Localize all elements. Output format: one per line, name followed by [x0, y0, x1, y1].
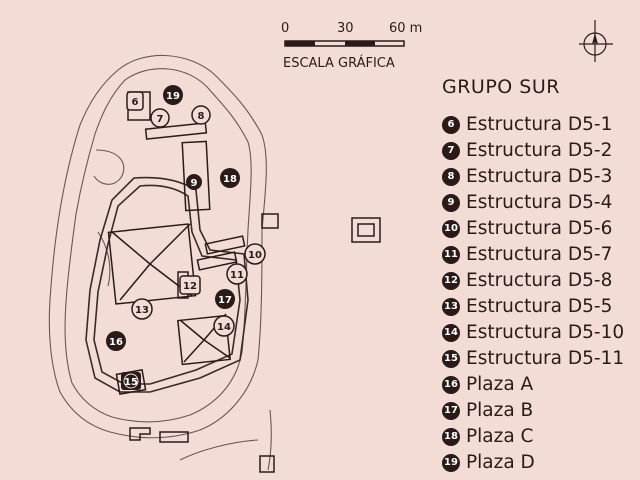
legend-item-label: Estructura D5-8 [466, 270, 613, 291]
map-markers: 6 7 8 9 10 11 12 13 [106, 85, 266, 390]
svg-text:7: 7 [157, 114, 164, 125]
marker-9: 9 [186, 174, 202, 190]
legend-item-label: Estructura D5-11 [466, 348, 625, 369]
legend-item: 6 Estructura D5-1 [442, 112, 638, 138]
legend-item: 17 Plaza B [442, 398, 638, 424]
legend-item: 14 Estructura D5-10 [442, 320, 638, 346]
marker-12: 12 [179, 275, 201, 295]
svg-text:19: 19 [166, 91, 180, 102]
legend-item-label: Estructura D5-1 [466, 114, 613, 135]
legend-item: 18 Plaza C [442, 424, 638, 450]
legend-item-label: Plaza C [466, 426, 534, 447]
legend-number-badge: 6 [442, 116, 460, 134]
legend-item-label: Plaza B [466, 400, 534, 421]
legend-number-badge: 17 [442, 402, 460, 420]
scale-tick-30: 30 [337, 21, 354, 36]
marker-6: 6 [126, 91, 144, 111]
legend-item-label: Estructura D5-2 [466, 140, 613, 161]
legend-item-label: Estructura D5-6 [466, 218, 613, 239]
legend-item-label: Plaza A [466, 374, 534, 395]
legend-item: 11 Estructura D5-7 [442, 242, 638, 268]
legend-item: 7 Estructura D5-2 [442, 138, 638, 164]
north-arrow-icon [579, 20, 613, 62]
contour-lines [48, 54, 272, 471]
legend-item: 10 Estructura D5-6 [442, 216, 638, 242]
legend-number-badge: 15 [442, 350, 460, 368]
marker-7: 7 [150, 108, 170, 128]
legend-item: 16 Plaza A [442, 372, 638, 398]
scale-bar: 0 30 60 m ESCALA GRÁFICA [281, 21, 422, 71]
svg-text:11: 11 [230, 270, 244, 281]
legend-number-badge: 19 [442, 454, 460, 472]
legend-number-badge: 13 [442, 298, 460, 316]
svg-text:15: 15 [124, 377, 138, 388]
legend-number-badge: 7 [442, 142, 460, 160]
svg-text:13: 13 [135, 305, 149, 316]
marker-17: 17 [215, 289, 235, 309]
legend-number-badge: 14 [442, 324, 460, 342]
legend-title: GRUPO SUR [442, 76, 560, 98]
legend-item-label: Estructura D5-5 [466, 296, 613, 317]
legend-item: 8 Estructura D5-3 [442, 164, 638, 190]
legend-item: 12 Estructura D5-8 [442, 268, 638, 294]
marker-19: 19 [163, 85, 183, 105]
marker-8: 8 [191, 105, 211, 125]
structures [107, 91, 381, 473]
legend-number-badge: 16 [442, 376, 460, 394]
legend-item-label: Estructura D5-3 [466, 166, 613, 187]
legend-item: 19 Plaza D [442, 450, 638, 476]
svg-text:6: 6 [132, 97, 139, 108]
legend-number-badge: 18 [442, 428, 460, 446]
scale-title: ESCALA GRÁFICA [283, 55, 395, 71]
legend-number-badge: 11 [442, 246, 460, 264]
legend-item-label: Plaza D [466, 452, 535, 473]
legend-item: 9 Estructura D5-4 [442, 190, 638, 216]
svg-text:10: 10 [248, 250, 262, 261]
marker-10: 10 [244, 243, 266, 265]
marker-18: 18 [220, 168, 240, 188]
svg-text:9: 9 [191, 178, 198, 189]
enclosure-walls [85, 176, 249, 393]
legend-item-label: Estructura D5-7 [466, 244, 613, 265]
svg-text:17: 17 [218, 295, 232, 306]
svg-text:16: 16 [109, 337, 123, 348]
legend-item: 13 Estructura D5-5 [442, 294, 638, 320]
scale-tick-60: 60 m [389, 21, 422, 36]
legend-item-label: Estructura D5-4 [466, 192, 613, 213]
legend-number-badge: 8 [442, 168, 460, 186]
legend-item-label: Estructura D5-10 [466, 322, 625, 343]
marker-14: 14 [213, 315, 235, 337]
scale-tick-0: 0 [281, 21, 289, 36]
marker-16: 16 [106, 331, 126, 351]
svg-text:8: 8 [198, 111, 205, 122]
legend-item: 15 Estructura D5-11 [442, 346, 638, 372]
marker-15: 15 [121, 372, 141, 390]
legend-number-badge: 9 [442, 194, 460, 212]
svg-text:12: 12 [183, 281, 197, 292]
legend-number-badge: 12 [442, 272, 460, 290]
site-map: 0 30 60 m ESCALA GRÁFICA [48, 21, 422, 473]
svg-text:14: 14 [217, 322, 231, 333]
marker-11: 11 [226, 263, 248, 285]
marker-13: 13 [131, 298, 153, 320]
legend-number-badge: 10 [442, 220, 460, 238]
svg-text:18: 18 [223, 174, 237, 185]
